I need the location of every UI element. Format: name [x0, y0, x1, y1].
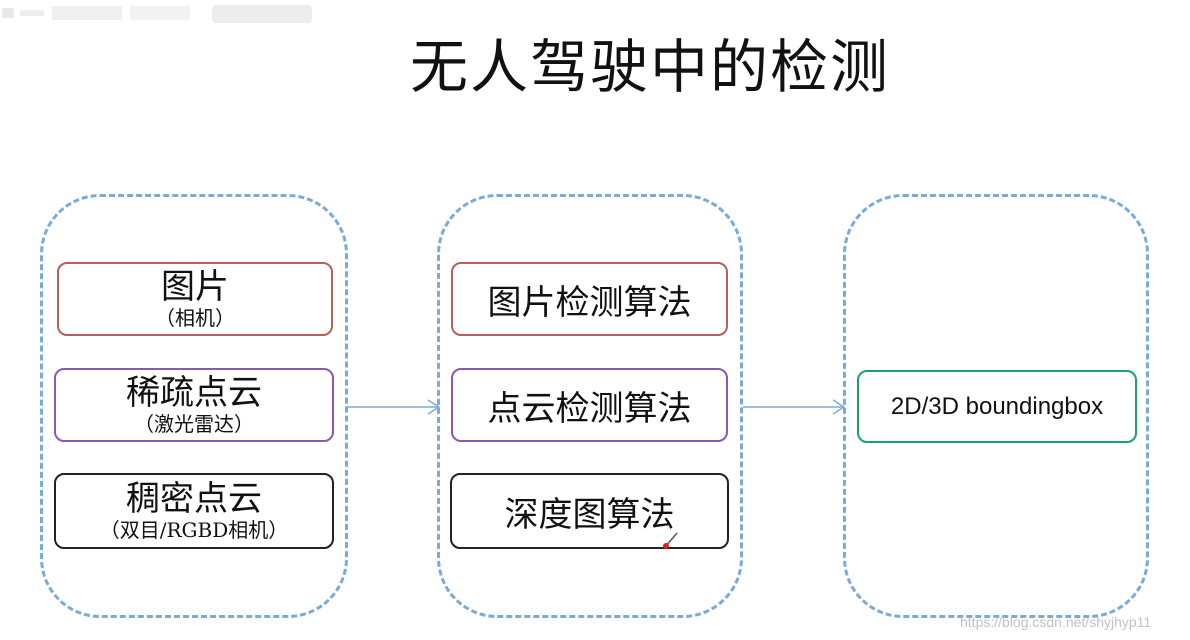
dense-pointcloud-label: 稠密点云 — [126, 479, 262, 519]
corner-logo — [2, 5, 312, 23]
watermark-url: https://blog.csdn.net/shyjhyp11 — [960, 614, 1152, 630]
pointcloud-detection-algorithm-box: 点云检测算法 — [451, 368, 728, 442]
dense-pointcloud-sublabel: （双目/RGBD相机） — [99, 518, 289, 542]
depth-map-algorithm-box: 深度图算法 — [450, 473, 729, 549]
pointcloud-detection-algorithm-label: 点云检测算法 — [487, 388, 692, 429]
image-detection-algorithm-box: 图片检测算法 — [451, 262, 728, 336]
pen-cursor-icon — [663, 532, 678, 549]
sparse-pointcloud-label: 稀疏点云 — [126, 373, 262, 413]
input-sources-group — [40, 194, 348, 618]
algorithm-to-output-arrow — [743, 399, 846, 415]
sparse-pointcloud-sublabel: （激光雷达） — [134, 412, 254, 436]
input-to-algorithm-arrow — [346, 399, 441, 415]
bounding-box-output-box: 2D/3D boundingbox — [857, 370, 1137, 443]
dense-pointcloud-box: 稠密点云 （双目/RGBD相机） — [54, 473, 334, 549]
image-source-box: 图片 （相机） — [57, 262, 333, 336]
page-title: 无人驾驶中的检测 — [409, 33, 890, 101]
image-source-label: 图片 — [161, 267, 229, 307]
sparse-pointcloud-box: 稀疏点云 （激光雷达） — [54, 368, 334, 442]
depth-map-algorithm-label: 深度图算法 — [504, 494, 675, 535]
bounding-box-output-label: 2D/3D boundingbox — [890, 392, 1104, 420]
image-source-sublabel: （相机） — [155, 306, 235, 330]
image-detection-algorithm-label: 图片检测算法 — [487, 282, 692, 323]
output-group — [843, 194, 1149, 618]
